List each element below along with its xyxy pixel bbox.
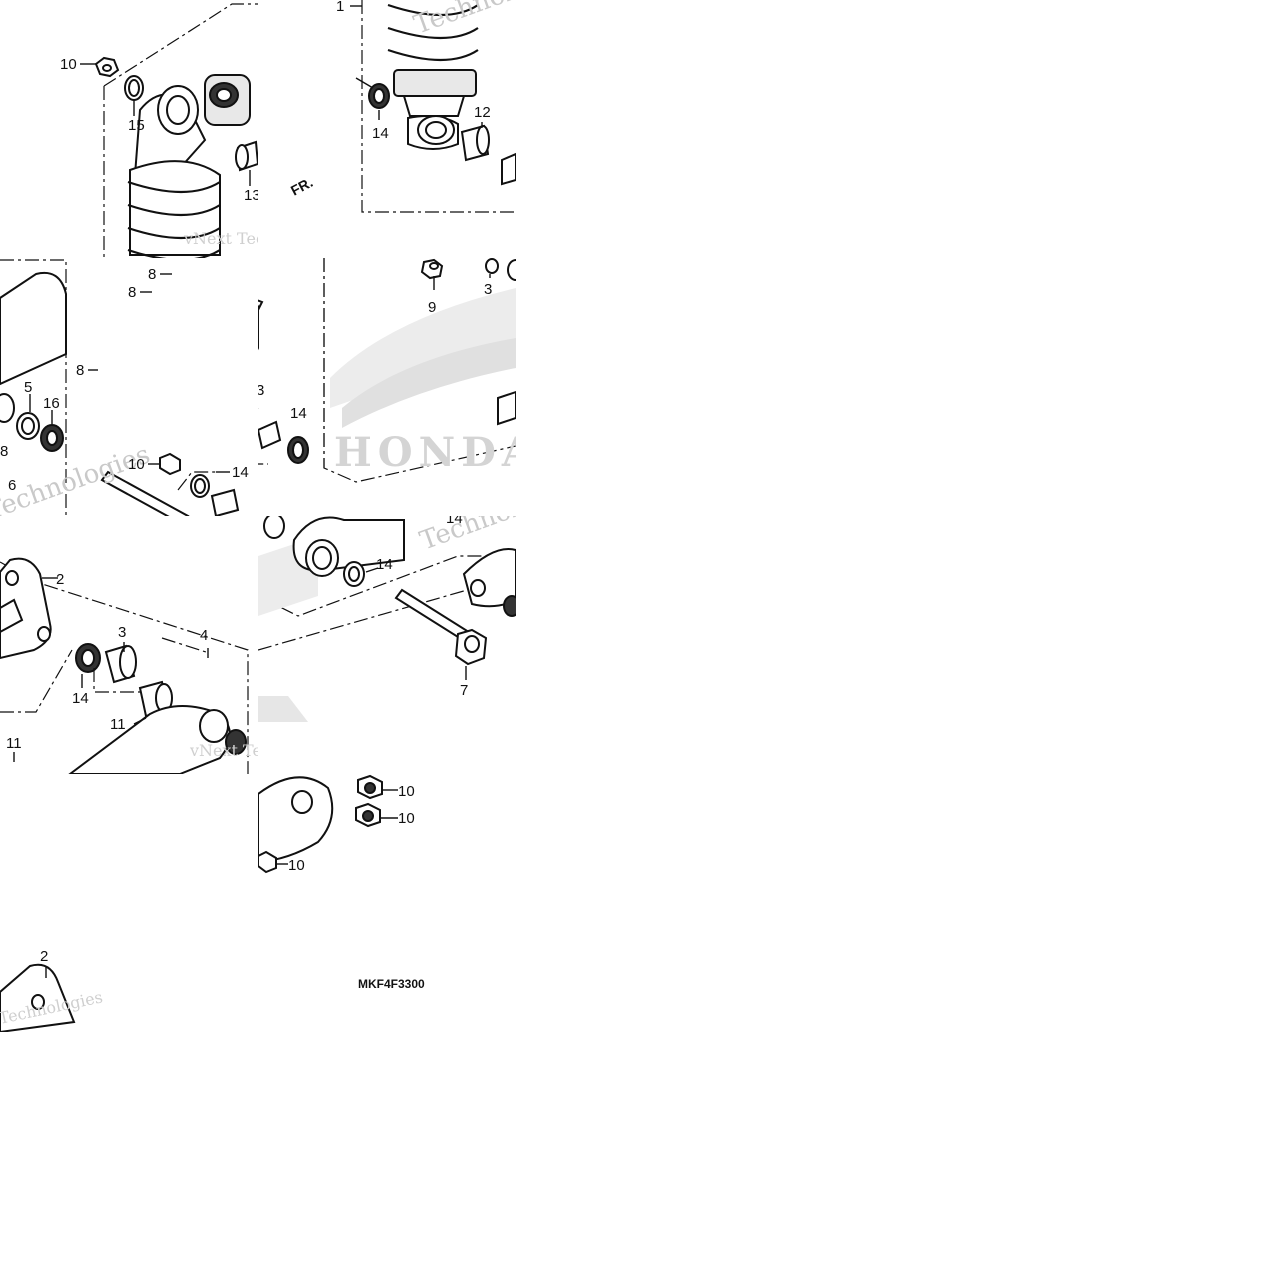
callout-label: 11 <box>110 716 126 733</box>
callout-label: 8 <box>148 266 156 283</box>
callout-label: 10 <box>398 810 415 827</box>
tile-nuts: 10 10 10 MKF4F3300 <box>258 774 516 1032</box>
callout-label: 2 <box>56 571 64 588</box>
front-marker: FR. <box>288 174 315 199</box>
callout-label: 8 <box>76 362 84 379</box>
callout-label: 10 <box>288 857 305 874</box>
callout-label: 7 <box>460 682 468 699</box>
tile-shock-spring: 1 14 12 FR. Technologies <box>258 0 516 258</box>
callout-label: 14 <box>372 125 389 142</box>
callout-label: 10 <box>398 783 415 800</box>
callout-label: 5 <box>24 379 32 396</box>
tile-bracket: 2 Technologies <box>0 932 120 1032</box>
callout-label: 11 <box>6 735 22 752</box>
watermark-vnext: vNext Technologies <box>189 741 258 760</box>
tile-bolts-labels: 8 8 8 10 14 <box>0 258 258 516</box>
callout-label: 14 <box>72 690 89 707</box>
callout-label: 12 <box>474 104 491 121</box>
callout-label: 4 <box>200 627 208 644</box>
callout-label: 10 <box>60 56 77 73</box>
callout-label: 15 <box>128 117 145 134</box>
callout-label: 14 <box>376 556 393 573</box>
watermark-vnext: vNext Technologies <box>183 229 258 248</box>
callout-label: 1 <box>336 0 344 15</box>
callout-label: 9 <box>428 299 436 316</box>
callout-label: 3 <box>484 281 492 298</box>
callout-label: 6 <box>8 477 16 494</box>
callout-label: 3 <box>258 382 264 399</box>
callout-label: 14 <box>232 464 249 481</box>
tile-cushion-arm: 2 3 4 14 11 11 vNext Technologies <box>0 516 258 774</box>
callout-label: 10 <box>128 456 145 473</box>
callout-label: 14 <box>290 405 307 422</box>
tile-link-bolt: 14 14 7 Technologies <box>258 516 516 774</box>
tile-brand-area: HONDA 9 3 14 <box>258 258 516 516</box>
tile-shock-upper: 10 15 13 vNext Technologies <box>0 0 258 258</box>
tile-left-rings: 5 16 8 6 Technologies <box>0 258 258 516</box>
watermark-brand: HONDA <box>334 429 516 476</box>
callout-label: 16 <box>43 395 60 412</box>
callout-label: 8 <box>0 443 8 460</box>
callout-label: 13 <box>244 187 258 204</box>
callout-label: 8 <box>128 284 136 301</box>
callout-label: 2 <box>40 948 48 965</box>
callout-label: 3 <box>118 624 126 641</box>
drawing-code: MKF4F3300 <box>358 977 425 991</box>
callout-label: 14 <box>446 516 463 527</box>
